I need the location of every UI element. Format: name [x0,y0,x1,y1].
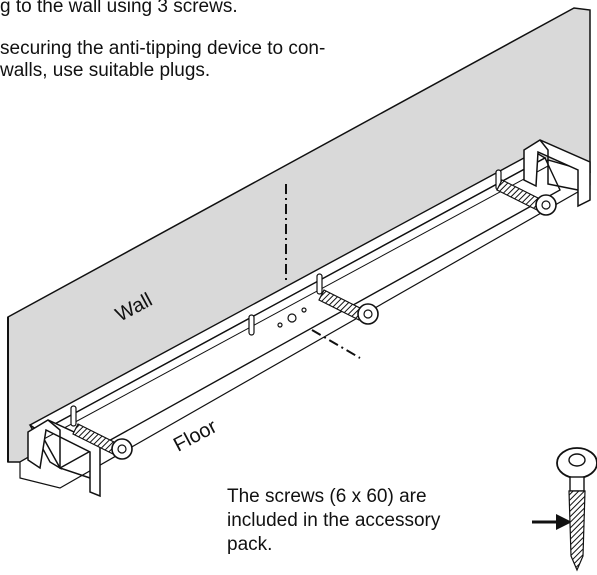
instruction-line-2: securing the anti-tipping device to con- [0,38,326,59]
instruction-line-3: walls, use suitable plugs. [0,60,211,81]
screw-right [496,179,557,216]
screw-icon [556,447,597,572]
right-bracket [523,139,591,208]
screw-left [72,423,133,460]
screws-note: The screws (6 x 60) are included in the … [227,485,527,557]
arrow-right-icon [532,514,572,530]
instruction-line-1: g to the wall using 3 screws. [0,0,238,17]
rail-slots [70,169,502,427]
note-line-1: The screws (6 x 60) are [227,486,427,507]
center-marks [285,184,361,359]
note-line-2: included in the accessory [227,510,441,531]
anti-tipping-rail [28,151,561,470]
screw-middle [318,289,379,325]
note-line-3: pack. [227,534,273,555]
floor-label: Floor [170,415,221,456]
